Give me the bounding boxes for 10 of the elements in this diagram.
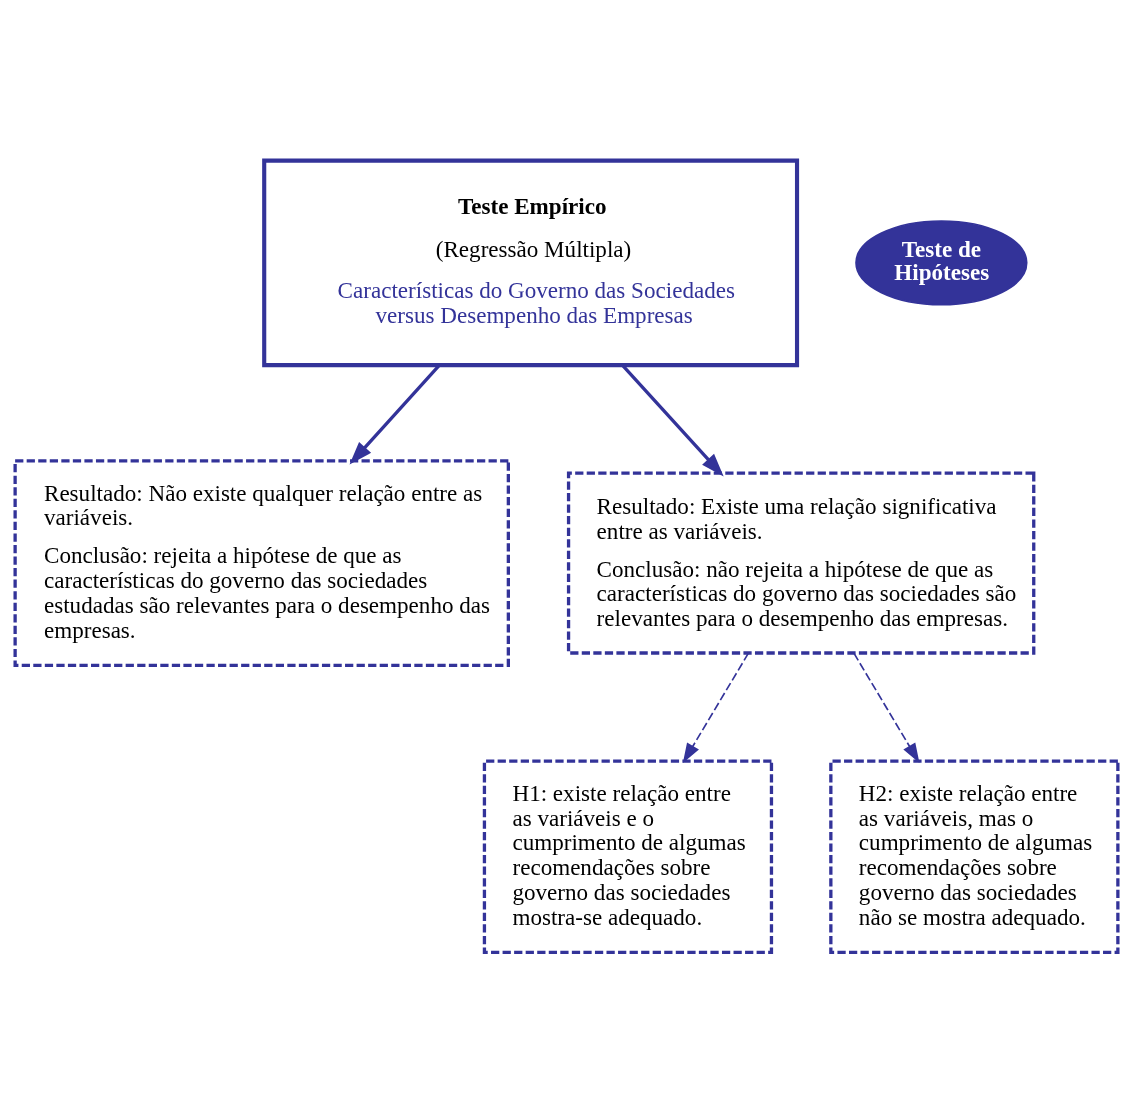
arrow	[621, 364, 724, 477]
node-box: H1: existe relação entre as variáveis e o cumprimento de algumas recomendações sobre governo das sociedades mostra-se adequado.	[482, 759, 774, 955]
node-ellipse: Teste de Hipóteses	[855, 220, 1028, 306]
arrow	[682, 652, 750, 764]
node-box: Resultado: Existe uma relação significativa entre as variáveis. Conclusão: não rejeita a hipótese de que as características do governo das sociedades são relevantes para o desempenho das empresas.	[566, 471, 1036, 655]
node-box: Teste Empírico (Regressão Múltipla) Características do Governo das Sociedades versus Desempenho das Empresas	[262, 158, 800, 368]
arrow	[853, 652, 920, 764]
arrow	[349, 364, 441, 465]
node-box: Resultado: Não existe qualquer relação entre as variáveis. Conclusão: rejeita a hipótese de que as características do governo das sociedades estudadas são relevantes para o desempenho das empresas.	[13, 459, 510, 667]
node-box: H2: existe relação entre as variáveis, mas o cumprimento de algumas recomendações sobre governo das sociedades não se mostra adequado.	[829, 759, 1120, 955]
